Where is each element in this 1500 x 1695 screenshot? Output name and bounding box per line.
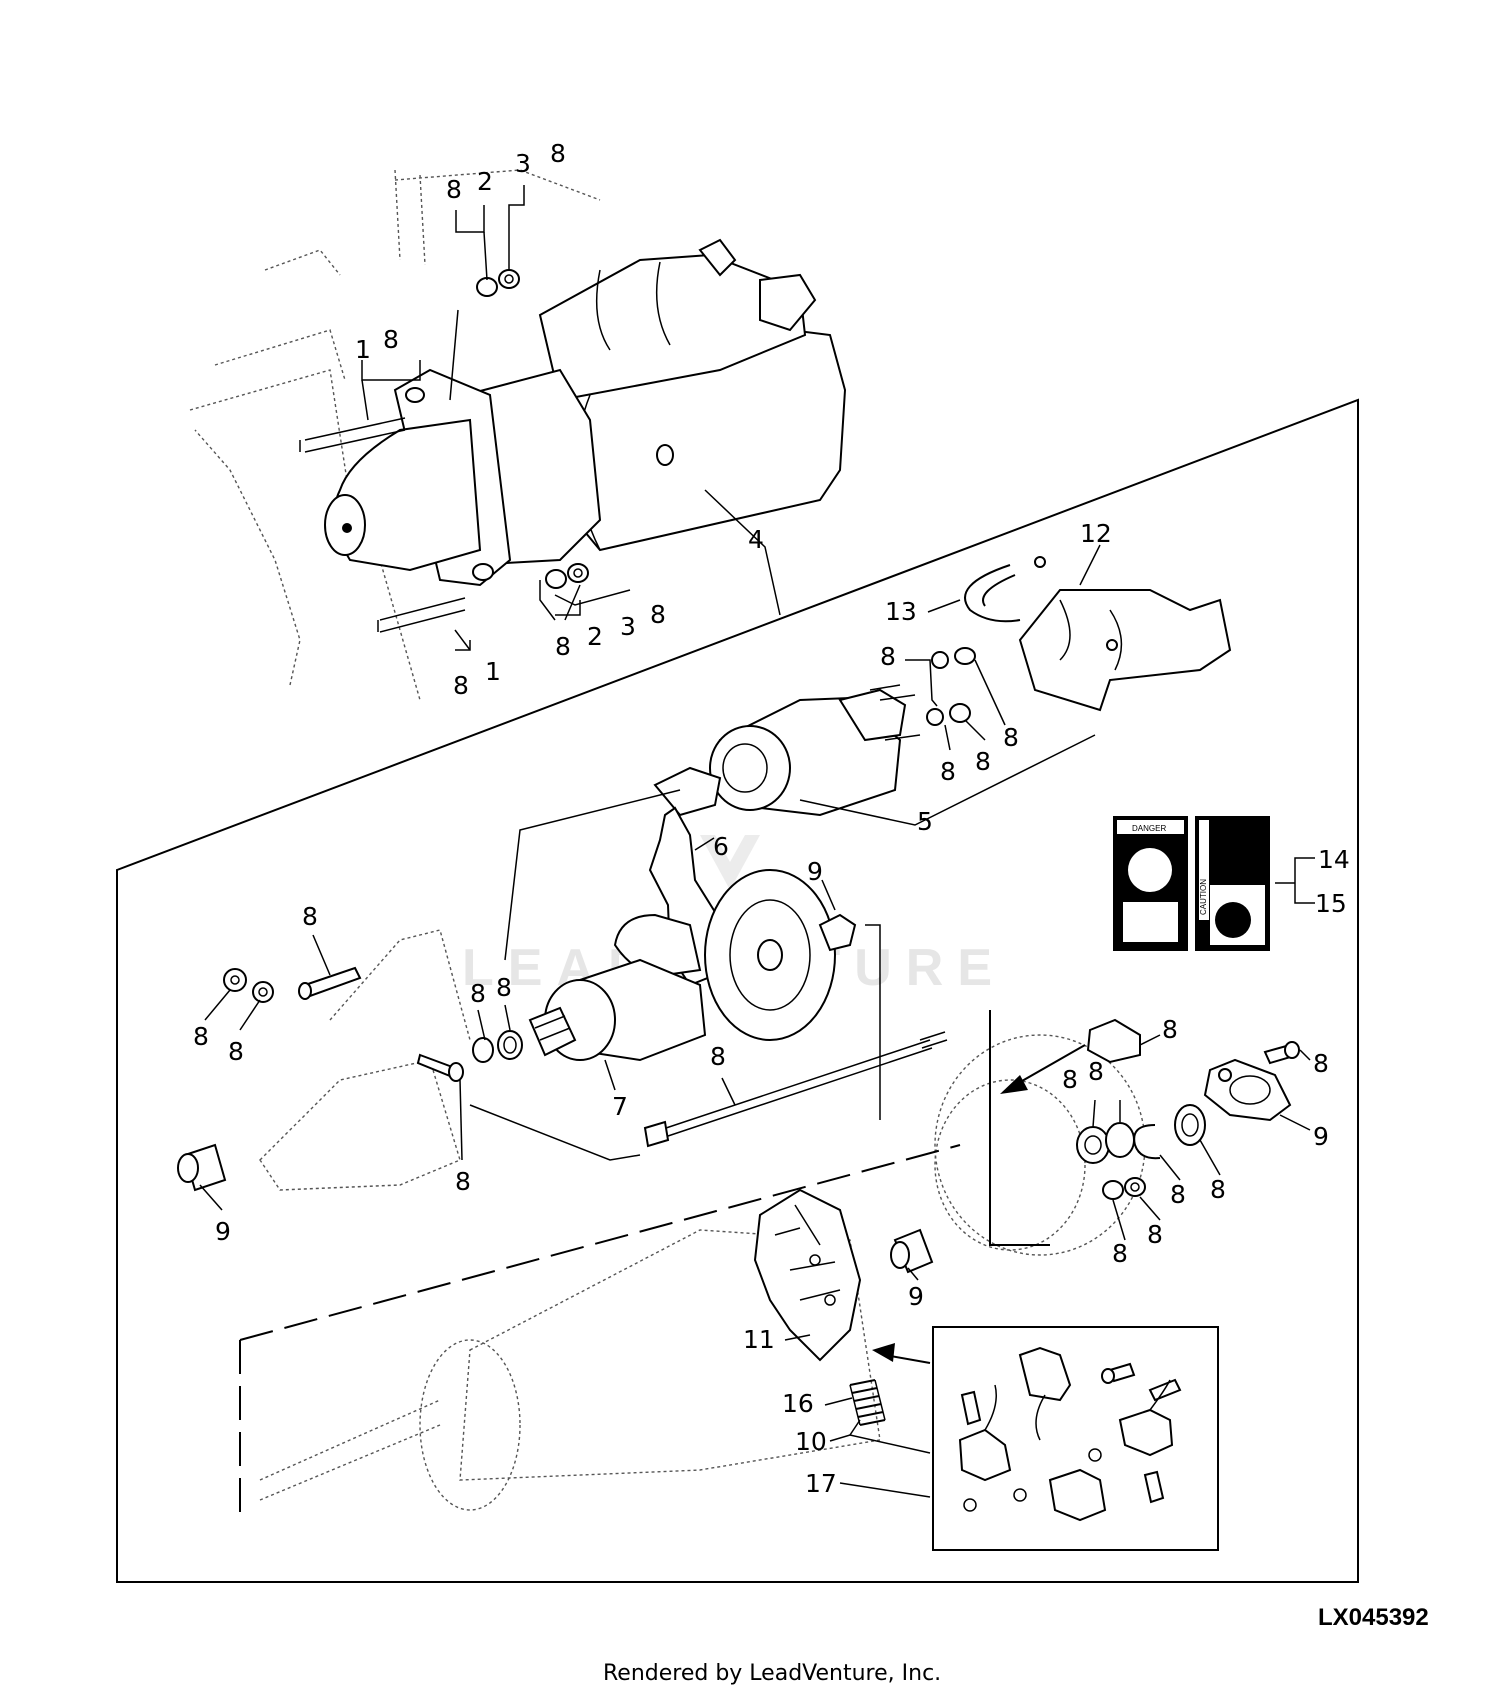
- callout-2: 2: [587, 622, 603, 651]
- danger-decals: DANGER CAUTION: [1113, 816, 1270, 951]
- callout-8: 8: [455, 1167, 471, 1196]
- leader-lines: [199, 185, 1315, 1498]
- callout-3: 3: [620, 612, 636, 641]
- callout-8: 8: [446, 175, 462, 204]
- brush-spring: [849, 1379, 886, 1426]
- end-small-washers: [1102, 1177, 1146, 1200]
- callout-8: 8: [550, 139, 566, 168]
- callout-8: 8: [302, 902, 318, 931]
- callout-9: 9: [908, 1282, 924, 1311]
- callout-7: 7: [612, 1092, 628, 1121]
- left-nut-washer: [223, 968, 274, 1003]
- callout-8: 8: [453, 671, 469, 700]
- mounting-bolt: [298, 966, 362, 1000]
- callout-11: 11: [743, 1325, 775, 1354]
- through-bolt-rod: [643, 1031, 948, 1148]
- callout-8: 8: [1003, 723, 1019, 752]
- end-washers-seal: [1076, 1104, 1206, 1164]
- callout-8: 8: [1062, 1065, 1078, 1094]
- callout-16: 16: [782, 1389, 814, 1418]
- bushing-left: [177, 1143, 227, 1192]
- callout-8: 8: [1147, 1220, 1163, 1249]
- callout-8: 8: [880, 642, 896, 671]
- callout-8: 8: [710, 1042, 726, 1071]
- callout-9: 9: [1313, 1122, 1329, 1151]
- callout-8: 8: [1313, 1049, 1329, 1078]
- solenoid-cover: [1018, 589, 1232, 712]
- footer-credit: Rendered by LeadVenture, Inc.: [603, 1661, 941, 1686]
- callout-9: 9: [807, 857, 823, 886]
- screw: [416, 1053, 464, 1082]
- caution-decal-label: CAUTION: [1199, 879, 1208, 915]
- exploded-view-frame: [116, 398, 1359, 1583]
- brush-kit-inset: [872, 1326, 1219, 1551]
- callout-15: 15: [1315, 889, 1347, 918]
- callout-13: 13: [885, 597, 917, 626]
- callout-8: 8: [470, 979, 486, 1008]
- band-clamp: [964, 556, 1046, 623]
- cap-screw: [1263, 1041, 1300, 1065]
- callout-2: 2: [477, 167, 493, 196]
- callout-8: 8: [1210, 1175, 1226, 1204]
- shift-lever: [613, 806, 722, 987]
- danger-decal-label: DANGER: [1132, 824, 1166, 833]
- top-washer-nut: [476, 269, 520, 297]
- callout-8: 8: [975, 747, 991, 776]
- callout-17: 17: [805, 1469, 837, 1498]
- callout-8: 8: [383, 325, 399, 354]
- starter-assembly: [299, 238, 847, 633]
- commutator-end-cap: [1203, 1058, 1292, 1122]
- callout-1: 1: [355, 335, 371, 364]
- bushing-middle: [890, 1228, 934, 1274]
- callout-8: 8: [1112, 1239, 1128, 1268]
- callout-9: 9: [215, 1217, 231, 1246]
- callout-8: 8: [940, 757, 956, 786]
- snap-rings: [472, 1030, 523, 1063]
- callout-8: 8: [228, 1037, 244, 1066]
- assembly-centerline: [239, 1010, 1050, 1520]
- callout-10: 10: [795, 1427, 827, 1456]
- callout-5: 5: [917, 807, 933, 836]
- callout-4: 4: [748, 525, 764, 554]
- intermediate-plate: [704, 869, 857, 1041]
- solenoid-terminal-hardware: [926, 647, 976, 726]
- callout-8: 8: [1088, 1057, 1104, 1086]
- figure-id: LX045392: [1318, 1604, 1429, 1631]
- callout-14: 14: [1318, 845, 1350, 874]
- terminal-clip: [1000, 1018, 1141, 1094]
- callout-1: 1: [485, 657, 501, 686]
- callout-3: 3: [515, 149, 531, 178]
- solenoid: [653, 684, 921, 817]
- callout-8: 8: [1162, 1015, 1178, 1044]
- callout-8: 8: [496, 973, 512, 1002]
- callout-8: 8: [193, 1022, 209, 1051]
- drive-pinion: [528, 958, 707, 1062]
- callout-8: 8: [555, 632, 571, 661]
- bottom-washer-nut: [545, 563, 589, 589]
- exploded-leaders: [469, 789, 881, 1161]
- starter-ghost-outline: [259, 929, 1146, 1511]
- callout-6: 6: [713, 832, 729, 861]
- callout-8: 8: [650, 600, 666, 629]
- callout-8: 8: [1170, 1180, 1186, 1209]
- callouts: 8 2 3 8 1 8 4 2 3 8 8 8 1 12 13 8 8 8 8 …: [193, 139, 1350, 1498]
- brush-holder: [753, 1188, 862, 1362]
- callout-12: 12: [1080, 519, 1112, 548]
